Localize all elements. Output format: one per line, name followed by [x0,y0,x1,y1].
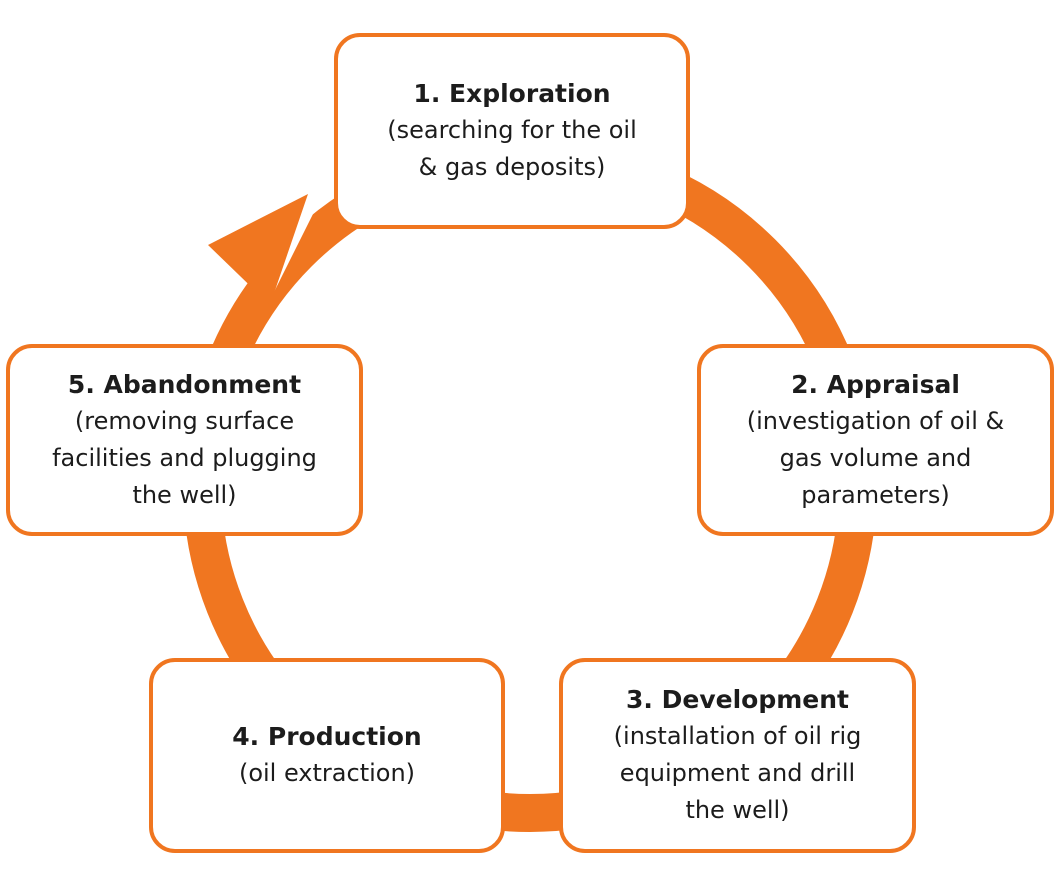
stage-exploration-desc-line: (searching for the oil [387,116,637,144]
cycle-arrow-head [208,194,308,305]
stage-abandonment-description: (removing surface facilities and pluggin… [52,403,317,514]
stage-abandonment-title: 5. Abandonment [67,369,302,399]
stage-development: 3. Development (installation of oil rig … [559,658,916,853]
stage-abandonment-desc-line: facilities and plugging [52,443,317,472]
stage-appraisal-desc-line: (investigation of oil & [746,406,1005,435]
stage-abandonment: 5. Abandonment (removing surface facilit… [6,344,363,536]
stage-exploration-desc-line: & gas deposits) [418,153,606,181]
stage-exploration: 1. Exploration (searching for the oil & … [334,33,690,229]
stage-abandonment-desc-line: (removing surface [74,406,295,435]
stage-appraisal-desc-line: gas volume and [779,443,972,472]
stage-exploration-title: 1. Exploration [413,79,611,108]
stage-development-desc-line: (installation of oil rig [613,722,862,750]
stage-production-title: 4. Production [232,722,422,751]
stage-abandonment-desc-line: the well) [132,480,237,509]
stage-appraisal: 2. Appraisal (investigation of oil & gas… [697,344,1054,536]
stage-development-desc-line: the well) [685,796,790,824]
stage-development-title: 3. Development [626,685,849,714]
stage-exploration-description: (searching for the oil & gas deposits) [387,112,637,186]
stage-development-description: (installation of oil rig equipment and d… [614,718,862,829]
stage-appraisal-title: 2. Appraisal [791,369,960,399]
stage-appraisal-desc-line: parameters) [801,480,950,509]
stage-appraisal-description: (investigation of oil & gas volume and p… [747,403,1004,514]
stage-development-desc-line: equipment and drill [619,759,856,787]
stage-production-description: (oil extraction) [239,755,415,792]
stage-production-desc-line: (oil extraction) [238,759,416,787]
stage-production: 4. Production (oil extraction) [149,658,505,853]
